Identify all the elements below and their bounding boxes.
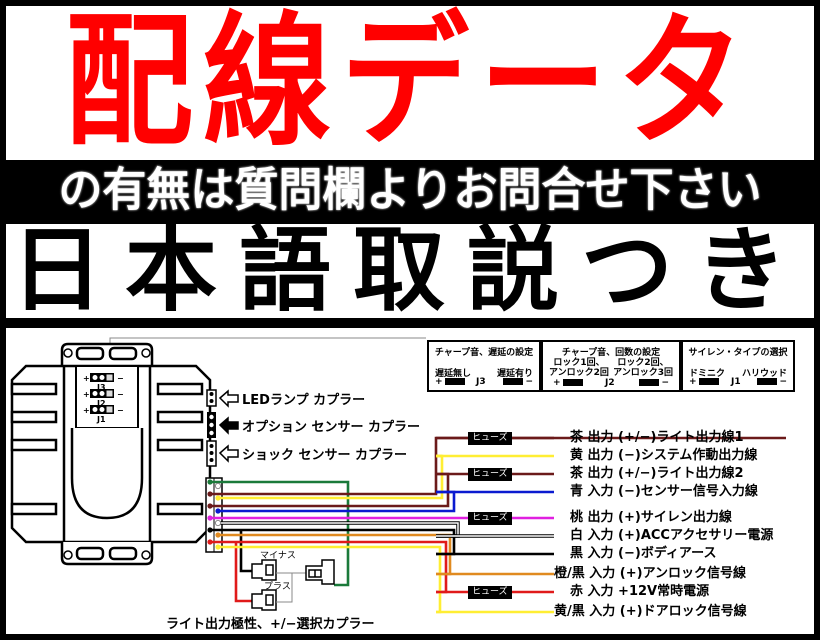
wire-label-yellow-system: 黄 出力 (−)システム作動出力線	[570, 448, 758, 463]
screw-icon	[63, 348, 73, 358]
setting-left-label-line2: アンロック2回	[549, 368, 609, 378]
wire-label-brown-light1: 茶 出力 (+/−)ライト出力線1	[570, 430, 744, 445]
svg-text:+: +	[83, 406, 90, 415]
wire-label-blue-sensor: 青 入力 (−)センサー信号入力線	[570, 484, 758, 499]
arrow-outline-icon	[218, 389, 239, 408]
side-couplers	[206, 389, 239, 467]
jumper-plus-pins: +	[553, 378, 583, 388]
setting-left-label-line1: ロック1回、	[553, 358, 605, 368]
screw-icon	[141, 348, 151, 358]
jumper-id: J2	[605, 378, 615, 388]
fuse-badge: ヒューズ	[468, 432, 512, 445]
wire-runs	[436, 436, 554, 614]
svg-text:+: +	[83, 390, 90, 399]
setting-right-label: 遅延有り	[496, 369, 533, 379]
polarity-caption: ライト出力極性、+/−選択カプラー	[166, 617, 375, 632]
diagram-graphics: + − J3 + − J2 + − J1	[10, 337, 786, 614]
setting-right-label-line1: ロック2回、	[617, 358, 669, 368]
arrow-outline-icon	[218, 444, 239, 463]
headline-banner: 配線データ	[6, 6, 814, 160]
arrow-filled-icon	[218, 416, 239, 435]
jumper-id: J3	[476, 377, 486, 387]
jumper-plus-pins: +	[435, 377, 465, 387]
subline-banner: の有無は質問欄よりお問合せ下さい	[0, 162, 820, 220]
connector-pins	[207, 479, 222, 550]
setting-title: サイレン・タイプの選択	[688, 348, 788, 358]
setting-left-label: ドミニク	[689, 369, 726, 379]
jumper-minus-pins: −	[757, 377, 787, 387]
svg-text:J2: J2	[96, 399, 106, 408]
coupler-label-led: LEDランプ カプラー	[242, 393, 366, 408]
jumper-id: J1	[731, 377, 741, 387]
setting-right-label-line2: アンロック3回	[613, 368, 673, 378]
jumper-minus-pins: −	[503, 377, 533, 387]
jumper-setting-j2: チャープ音、回数の設定 ロック1回、 アンロック2回 ロック2回、 アンロック3…	[541, 340, 681, 392]
subline-text: の有無は質問欄よりお問合せ下さい	[58, 163, 762, 218]
setting-right-label: ロック2回、 アンロック3回	[613, 358, 673, 378]
fuse-badge: ヒューズ	[468, 512, 512, 525]
coupler-label-shock-sensor: ショック センサー カプラー	[242, 448, 408, 463]
alarm-unit	[10, 342, 212, 566]
unit-jumpers: + − J3 + − J2 + − J1	[83, 373, 124, 424]
wire-label-red-12v: 赤 入力 +12V常時電源	[570, 584, 710, 599]
setting-left-label: 遅延無し	[435, 369, 472, 379]
wire-label-pink-siren: 桃 出力 (+)サイレン出力線	[570, 510, 732, 525]
headline-text: 配線データ	[64, 0, 755, 166]
fuse-badge: ヒューズ	[468, 468, 512, 481]
wire-label-yellow-black-lock: 黄/黒 入力 (+)ドアロック信号線	[554, 604, 747, 619]
setting-title: チャープ音、回数の設定	[561, 348, 661, 358]
jumper-setting-j1: サイレン・タイプの選択 ドミニク ハリウッド + J1 −	[681, 340, 795, 392]
jumper-setting-j3: チャープ音、遅延の設定 遅延無し 遅延有り + J3 −	[427, 340, 541, 392]
polarity-plus-label: プラス	[264, 582, 291, 592]
manual-banner: 日本語取説つき	[6, 224, 814, 318]
coupler-label-option-sensor: オプション センサー カプラー	[242, 420, 421, 435]
wire-label-orange-unlock: 橙/黒 入力 (+)アンロック信号線	[554, 566, 747, 581]
setting-title: チャープ音、遅延の設定	[434, 348, 534, 358]
svg-text:−: −	[117, 390, 124, 399]
manual-text: 日本語取説つき	[10, 217, 809, 324]
wiring-diagram: + − J3 + − J2 + − J1	[6, 328, 814, 634]
svg-text:−: −	[117, 406, 124, 415]
wire-label-brown-light2: 茶 出力 (+/−)ライト出力線2	[570, 466, 744, 481]
jumper-minus-pins: −	[639, 378, 669, 388]
polarity-couplers	[251, 559, 335, 611]
screw-icon	[141, 550, 151, 560]
setting-left-label: ロック1回、 アンロック2回	[549, 358, 609, 378]
setting-right-label: ハリウッド	[741, 369, 787, 379]
wire-label-white-acc: 白 入力 (+)ACCアクセサリー電源	[570, 528, 774, 543]
wire-label-black-ground: 黒 入力 (−)ボディアース	[570, 546, 717, 561]
svg-text:−: −	[117, 374, 124, 383]
svg-text:J1: J1	[96, 415, 106, 424]
jumper-plus-pins: +	[689, 377, 719, 387]
polarity-minus-label: マイナス	[260, 551, 296, 561]
svg-text:+: +	[83, 374, 90, 383]
svg-text:J3: J3	[96, 383, 106, 392]
screw-icon	[63, 550, 73, 560]
fuse-badge: ヒューズ	[468, 586, 512, 599]
